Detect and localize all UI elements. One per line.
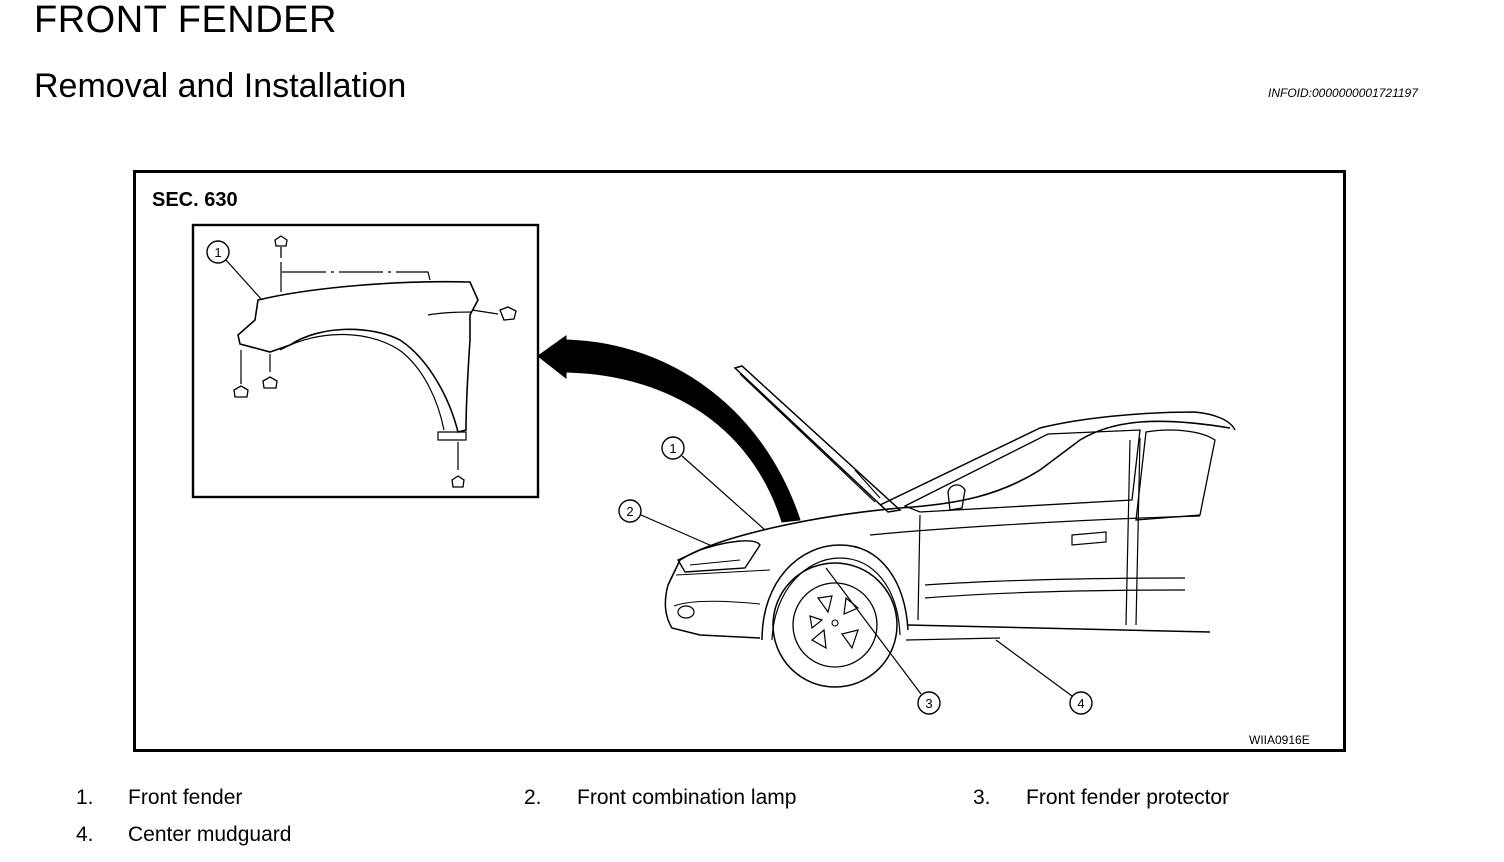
car-callout-3: 3: [925, 696, 932, 711]
legend-label: Front fender: [128, 786, 243, 809]
car-callout-4: 4: [1077, 696, 1084, 711]
figure-frame: [133, 170, 1346, 752]
bolt-icon: [451, 475, 465, 488]
bolt-icon: [499, 306, 517, 321]
legend-label: Front fender protector: [1026, 786, 1230, 809]
car-callout-1: 1: [669, 441, 676, 456]
page-title: FRONT FENDER: [34, 0, 337, 41]
bolt-icon: [274, 235, 288, 258]
bolt-icon: [262, 376, 278, 389]
inset-frame: [191, 223, 540, 499]
legend-number: 2.: [524, 786, 542, 809]
car-illustration: [664, 365, 1236, 688]
section-label: SEC. 630: [152, 189, 238, 211]
section-subtitle: Removal and Installation: [34, 67, 407, 105]
bolt-icon: [233, 380, 249, 398]
legend-number: 1.: [76, 786, 94, 809]
legend-label: Front combination lamp: [577, 786, 797, 809]
info-id: INFOID:0000000001721197: [1268, 86, 1418, 100]
curved-arrow-icon: [537, 335, 801, 523]
inset-callout-1: 1: [214, 245, 221, 260]
legend-label: Center mudguard: [128, 823, 292, 846]
car-callout-2: 2: [626, 504, 633, 519]
legend-number: 3.: [973, 786, 991, 809]
legend-number: 4.: [76, 823, 94, 846]
figure-code: WIIA0916E: [1249, 733, 1310, 747]
